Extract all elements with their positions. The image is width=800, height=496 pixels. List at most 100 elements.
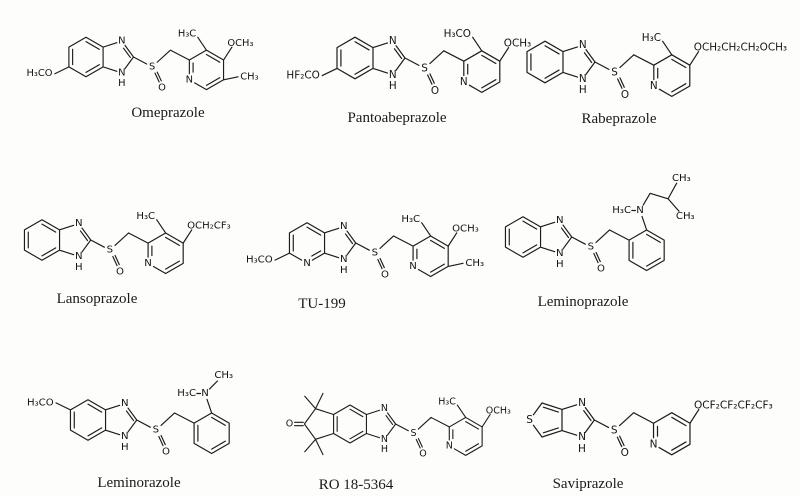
atom-label-sulfoxide-o: O	[597, 263, 605, 274]
atom-label-imidazole-n3: N	[75, 251, 83, 262]
atom-label-5-methyl: CH₃	[240, 71, 258, 82]
compound-name-ro-18-5364: RO 18-5364	[319, 477, 394, 493]
atom-label-n-methyl: H₃C	[612, 205, 631, 216]
compound-name-rabeprazole: Rabeprazole	[582, 111, 657, 127]
atom-label-nh: H	[121, 442, 129, 453]
atom-label-pyridine-n: N	[409, 261, 417, 272]
molecule-leminoprazole: N N H S O N H₃C CH₃ CH₃	[504, 173, 695, 274]
atom-label-sulfoxide-s: S	[611, 66, 618, 78]
omeprazole-bonds	[54, 36, 239, 91]
atom-label-3-methyl: H₃C	[438, 397, 456, 408]
atom-label-nh: H	[381, 444, 388, 455]
lansoprazole-bonds	[23, 219, 193, 275]
atom-label-3-methyl: H₃C	[642, 32, 661, 44]
atom-label-imidazole-n3: N	[121, 431, 129, 442]
atom-label-sulfoxide-o: O	[158, 83, 166, 94]
atom-label-imidazole-n1: N	[118, 36, 125, 47]
atom-label-imidazole-n3: N	[556, 248, 564, 259]
atom-label-pyridine-n: N	[186, 74, 193, 85]
atom-label-imidazole-n1: N	[556, 215, 564, 226]
compound-name-lansoprazole: Lansoprazole	[57, 291, 138, 307]
atom-label-sulfoxide-s: S	[107, 245, 113, 256]
molecule-pantoabeprazole: HF₂CO N N H S O N H₃CO OCH₃	[286, 28, 531, 97]
molecule-tu199: H₃CO N N N H S O N H₃C OCH₃ CH₃	[246, 214, 484, 280]
atom-label-sulfoxide-o: O	[381, 269, 389, 280]
molecule-rabeprazole: N N H S O N H₃C OCH₂CH₂CH₂OCH₃	[526, 32, 787, 101]
molecule-omeprazole: H₃CO N N H S O N H₃C OCH₃ CH₃	[26, 29, 258, 94]
atom-label-nh: H	[75, 262, 83, 273]
atom-label-pyridine-n: N	[460, 76, 468, 88]
atom-label-3-methyl: H₃C	[136, 211, 155, 222]
atom-label-5-methyl: CH₃	[465, 258, 484, 269]
atom-label-sulfoxide-s: S	[421, 62, 428, 74]
atom-label-pyridine-n: N	[650, 80, 658, 92]
atom-label-methoxy: H₃CO	[26, 68, 52, 79]
atom-label-4-methoxypropoxy: OCH₂CH₂CH₂OCH₃	[694, 42, 787, 54]
atom-label-sulfoxide-o: O	[162, 446, 170, 457]
atom-label-imidazole-n3: N	[340, 254, 348, 265]
atom-label-sulfoxide-s: S	[588, 242, 594, 253]
atom-label-sulfoxide-o: O	[419, 448, 426, 459]
atom-label-sulfoxide-s: S	[410, 428, 416, 439]
atom-label-sulfoxide-s: S	[149, 61, 155, 72]
atom-label-imidazole-n1: N	[340, 221, 348, 232]
atom-label-methoxy: H₃CO	[27, 397, 54, 408]
compound-name-leminorazole: Leminorazole	[97, 475, 181, 491]
rabeprazole-bonds	[526, 40, 700, 98]
atom-label-imidazole-n1: N	[389, 35, 397, 47]
atom-label-imidazole-n3: N	[389, 69, 397, 81]
atom-label-nh: H	[389, 80, 397, 92]
pantoabeprazole-bonds	[321, 36, 510, 94]
atom-label-n-methyl: H₃C	[177, 388, 196, 399]
atom-label-sulfoxide-o: O	[116, 266, 124, 277]
atom-label-4-methoxy: OCH₃	[452, 223, 479, 234]
atom-label-sulfoxide-s: S	[372, 248, 378, 259]
atom-label-sulfoxide-o: O	[431, 85, 439, 97]
molecule-leminorazole: H₃CO N N H S O N H₃C CH₃	[27, 370, 233, 457]
atom-label-pyridine-n: N	[144, 258, 152, 269]
atom-label-pyridine-n: N	[446, 440, 453, 451]
atom-label-imidazole-n1: N	[75, 218, 83, 229]
molecule-ro-18-5364: O N N H S O N H₃C OCH₃	[286, 392, 511, 459]
atom-label-isobutyl-methyl-bottom: CH₃	[676, 211, 695, 222]
atom-label-nh: H	[579, 84, 587, 96]
atom-label-isobutyl-methyl-top: CH₃	[672, 173, 691, 184]
atom-label-imidazole-n3: N	[578, 431, 586, 443]
atom-label-methoxy: H₃CO	[246, 255, 273, 266]
atom-label-sulfoxide-s: S	[611, 425, 618, 437]
atom-label-ring-n: N	[303, 258, 311, 269]
atom-label-imidazole-n3: N	[579, 73, 587, 85]
compound-name-pantoabeprazole: Pantoabeprazole	[347, 110, 446, 126]
leminoprazole-bonds	[504, 182, 680, 272]
atom-label-3-methyl: H₃C	[178, 29, 196, 40]
atom-label-nh: H	[118, 78, 125, 89]
atom-label-imidazole-n1: N	[579, 39, 587, 51]
molecule-lansoprazole: N N H S O N H₃C OCH₂CF₃	[23, 211, 231, 277]
atom-label-perfluorobutoxy: OCF₂CF₂CF₂CF₃	[694, 399, 773, 411]
compound-name-omeprazole: Omeprazole	[131, 105, 205, 121]
molecule-saviprazole: S N N H S O N OCF₂CF₂CF₂CF₃	[526, 397, 772, 459]
atom-label-imidazole-n3: N	[381, 434, 388, 445]
atom-label-trifluoroethoxy: OCH₂CF₃	[187, 220, 231, 231]
atom-label-4-methoxy: OCH₃	[486, 405, 511, 416]
atom-label-imidazole-n3: N	[118, 67, 125, 78]
atom-label-4-methoxy: OCH₃	[227, 38, 253, 49]
atom-label-sulfoxide-o: O	[621, 89, 629, 101]
atom-label-pyridine-n: N	[650, 438, 658, 450]
atom-label-amine-n: N	[636, 205, 644, 216]
atom-label-imidazole-n1: N	[381, 403, 388, 414]
atom-label-n-methyl-2: CH₃	[214, 370, 233, 381]
atom-label-imidazole-n1: N	[121, 398, 129, 409]
saviprazole-bonds	[532, 402, 700, 456]
atom-label-thiophene-s: S	[526, 414, 533, 426]
atom-label-ketone-o: O	[286, 419, 293, 430]
ro-18-5364-bonds	[293, 392, 491, 456]
atom-label-difluoromethoxy: HF₂CO	[286, 70, 319, 82]
atom-label-sulfoxide-o: O	[621, 447, 629, 459]
atom-label-nh: H	[340, 265, 348, 276]
atom-label-3-methoxy: H₃CO	[444, 28, 471, 40]
atom-label-4-methoxy: OCH₃	[504, 38, 531, 50]
atom-label-nh: H	[556, 259, 564, 270]
